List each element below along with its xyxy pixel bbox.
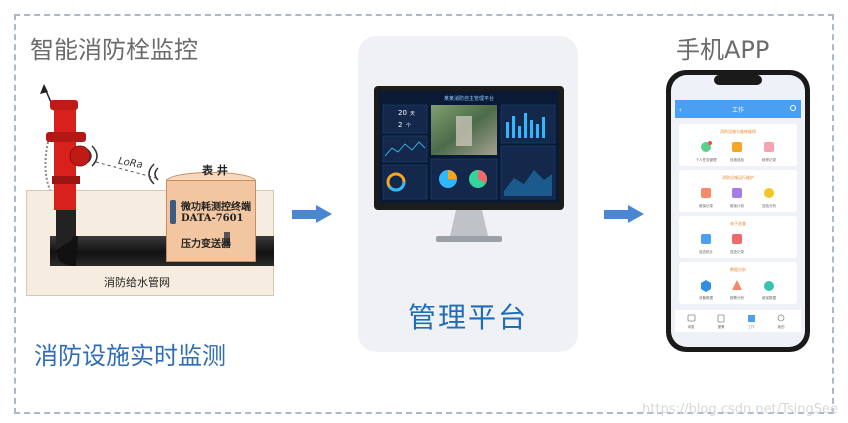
pipe-network-label: 消防给水管网 — [104, 276, 170, 289]
svg-text:维保数据: 维保数据 — [762, 295, 776, 300]
hydrant-outlet — [69, 145, 91, 167]
platform-label: 管理平台 — [407, 301, 528, 334]
tab-alarm-icon — [717, 314, 725, 323]
svg-text:巡查记录: 巡查记录 — [730, 249, 744, 254]
watermark: https://blog.csdn.net/TsingSee — [642, 402, 838, 417]
tab-profile: 我的 — [778, 324, 786, 329]
flow-arrow-1 — [292, 205, 332, 223]
tab-work-icon — [748, 315, 755, 322]
app-section-1-title: 消防设施与维修维保 — [720, 128, 756, 134]
hydrant-section-title: 智能消防栓监控 — [30, 36, 198, 64]
arrow-right-icon — [316, 205, 332, 223]
monitor-base — [436, 236, 502, 242]
platform-panel: 某某消防自主管理平台 20 天 2 个 — [358, 36, 578, 352]
hydrant-band — [46, 132, 86, 142]
svg-text:维保计划: 维保计划 — [730, 203, 744, 208]
app-section-2-title: 消防设施运行维护 — [722, 174, 754, 180]
tab-message-icon — [687, 314, 696, 322]
dashboard-stat-2: 2 — [398, 121, 402, 129]
svg-text:维保记录: 维保记录 — [699, 203, 713, 208]
svg-text:设施巡检: 设施巡检 — [730, 157, 744, 162]
svg-text:个人任务管理: 个人任务管理 — [696, 157, 717, 162]
flow-arrow-2 — [604, 205, 644, 223]
monitor-stand — [450, 210, 488, 236]
dashboard-stat-2-unit: 个 — [406, 123, 411, 129]
tab-work: 工作 — [748, 324, 756, 329]
dashboard-stat-1: 20 — [398, 109, 407, 117]
hydrant-flange — [52, 176, 80, 184]
svg-text:巡查统计: 巡查统计 — [699, 249, 713, 254]
signal-wave-icon — [87, 149, 92, 163]
terminal-model-label: DATA-7601 — [181, 213, 244, 224]
direction-arrowhead — [40, 84, 48, 94]
app-section-4-title: 数据分析 — [730, 266, 746, 272]
lora-link — [95, 161, 157, 179]
arrow-right-icon — [628, 205, 644, 223]
monitor-illustration: 某某消防自主管理平台 20 天 2 个 — [374, 86, 564, 242]
app-header-title: 工作 — [732, 106, 744, 114]
well-label: 表 井 — [202, 164, 228, 177]
app-section-3-title: 电子巡查 — [730, 220, 746, 226]
back-icon: ‹ — [679, 106, 682, 114]
hydrant-cap — [50, 100, 78, 110]
elbow — [56, 236, 78, 266]
tab-message: 消息 — [688, 324, 696, 329]
phone-illustration: 工作 ‹ 消防设施与维修维保 个人任务管理 设施巡检 维修记录 消防设施运行维护… — [666, 70, 810, 352]
terminal-label: 微功耗测控终端 — [181, 202, 251, 213]
svg-text:设备数据: 设备数据 — [699, 295, 713, 300]
phone-section-title: 手机APP — [676, 36, 770, 64]
hydrant-illustration — [40, 84, 230, 266]
phone-notch — [714, 75, 762, 85]
svg-text:巡检分析: 巡检分析 — [762, 203, 776, 208]
svg-text:维修记录: 维修记录 — [762, 157, 776, 162]
svg-text:报警分析: 报警分析 — [730, 295, 744, 300]
bottom-caption: 消防设施实时监测 — [34, 342, 226, 370]
hydrant-chain — [44, 141, 51, 191]
tab-profile-icon — [777, 314, 785, 322]
pressure-transmitter — [224, 232, 230, 246]
dashboard-title: 某某消防自主管理平台 — [444, 95, 494, 102]
dashed-frame — [14, 14, 834, 414]
meter-well — [166, 180, 256, 262]
hydrant-scene: LoRa 表 井 微功耗测控终端 DATA-7601 压力变送器 消防给水管网 — [26, 80, 274, 296]
search-icon — [790, 105, 796, 111]
terminal-device — [170, 200, 176, 224]
pressure-sensor-label: 压力变送器 — [181, 239, 231, 250]
dashboard-stat-1-unit: 天 — [410, 111, 415, 117]
tab-alarm: 报警 — [718, 324, 726, 329]
